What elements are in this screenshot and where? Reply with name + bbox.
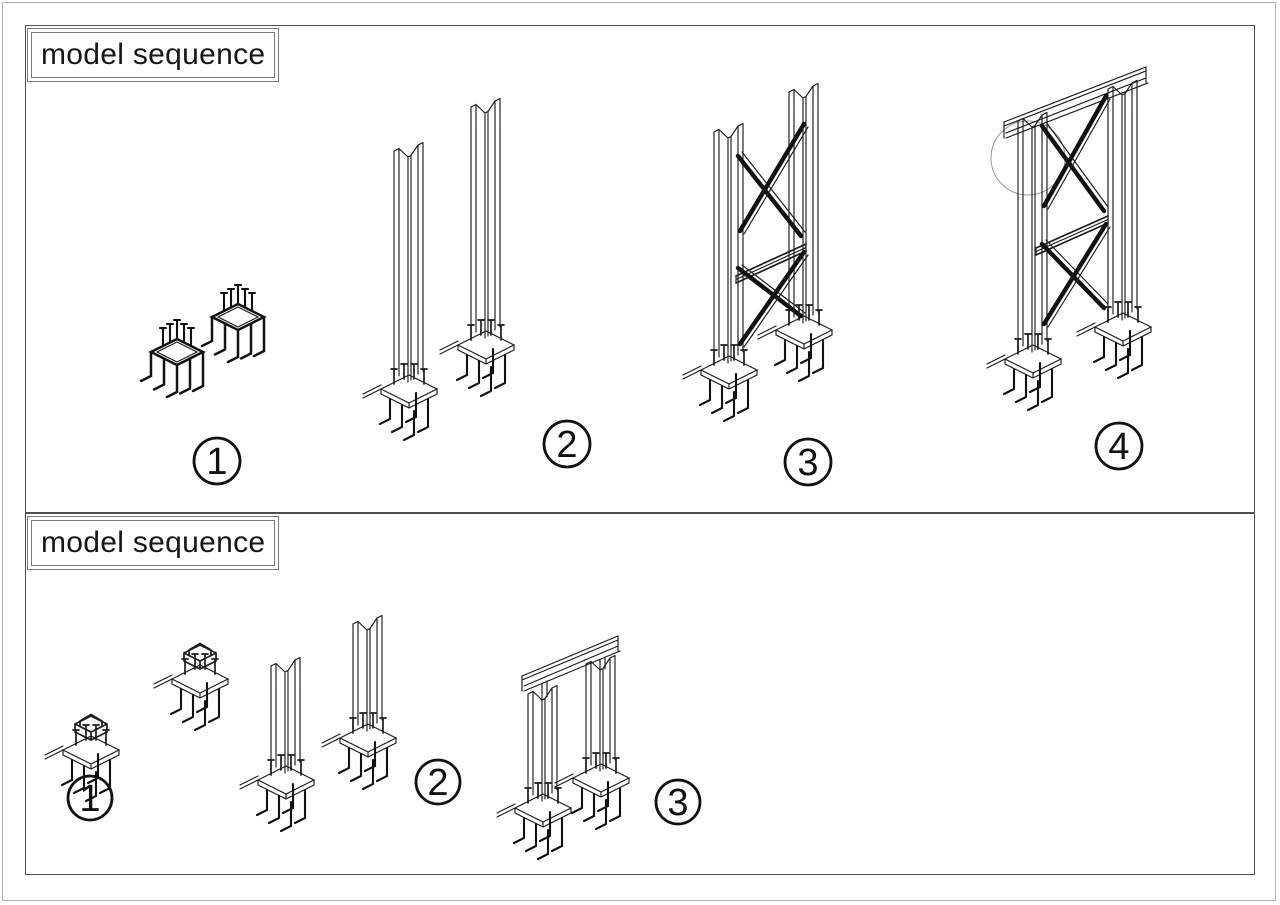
step-3-marker: 3	[654, 778, 702, 826]
panel-bottom-title-box: model sequence	[27, 516, 279, 570]
step-3-portal-frame-drawing	[497, 635, 629, 859]
step-1-marker: 1	[192, 436, 242, 486]
step-4-completed-frame-drawing	[987, 66, 1151, 410]
step-2-marker: 2	[414, 758, 462, 806]
panel-top-title-box: model sequence	[27, 28, 279, 82]
step-1-marker: 1	[66, 774, 114, 822]
step-1-base-plate-assemblies-drawing	[45, 644, 228, 802]
step-2-short-columns-drawing	[240, 616, 396, 832]
step-1-number: 1	[79, 778, 100, 820]
step-2-number: 2	[556, 424, 577, 466]
step-1-number: 1	[206, 441, 227, 483]
panel-top-drawing: 1 2 3	[139, 66, 1254, 487]
step-3-marker: 3	[783, 437, 833, 487]
panel-title: model sequence	[41, 526, 266, 559]
model-sequence-panel-top: model sequence	[25, 25, 1255, 513]
step-2-marker: 2	[542, 419, 592, 469]
panel-title: model sequence	[41, 38, 266, 71]
step-4-marker: 4	[1094, 421, 1144, 471]
step-2-number: 2	[427, 762, 448, 804]
step-3-braced-columns-drawing	[683, 84, 832, 422]
panel-bottom-drawing: 1 2 3	[26, 514, 702, 874]
step-3-number: 3	[667, 782, 688, 824]
step-3-number: 3	[797, 442, 818, 484]
model-sequence-panel-bottom: model sequence 1 2 3	[25, 513, 1255, 875]
step-2-free-standing-columns-drawing	[363, 99, 514, 441]
panel-top-title-inner-border: model sequence	[31, 32, 275, 78]
step-4-number: 4	[1108, 426, 1129, 468]
step-1-anchor-bolt-groups-drawing	[139, 283, 266, 399]
panel-bottom-title-inner-border: model sequence	[31, 520, 275, 566]
